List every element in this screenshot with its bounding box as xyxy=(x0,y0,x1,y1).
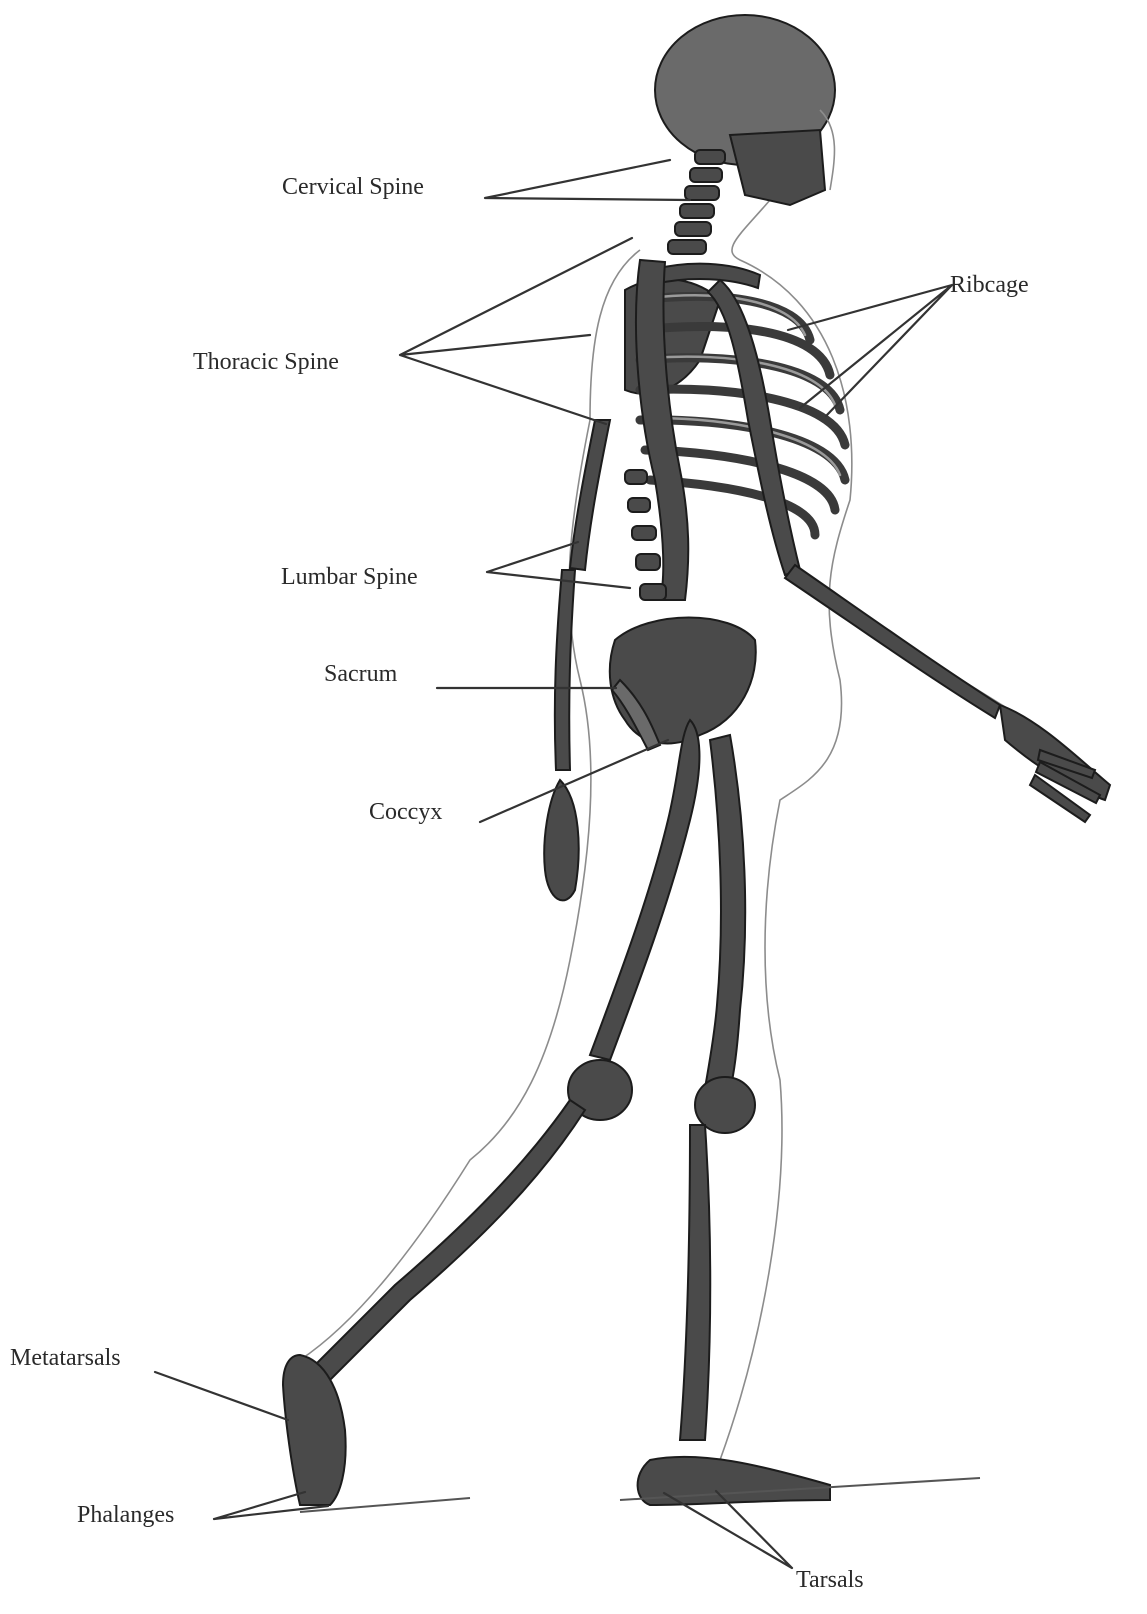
forearm-left xyxy=(555,570,575,770)
label-phalanges: Phalanges xyxy=(77,1503,174,1527)
forearm-right xyxy=(785,565,1000,718)
tibia-near xyxy=(315,1100,585,1380)
jaw xyxy=(730,130,825,205)
label-cervical-spine: Cervical Spine xyxy=(282,175,424,199)
leader-metatarsals xyxy=(155,1372,288,1420)
label-coccyx: Coccyx xyxy=(369,800,442,824)
label-thoracic-spine: Thoracic Spine xyxy=(193,350,339,374)
label-ribcage: Ribcage xyxy=(950,273,1029,297)
label-lumbar-spine: Lumbar Spine xyxy=(281,565,418,589)
hand-right xyxy=(1000,705,1110,800)
leader-cervical xyxy=(485,160,690,200)
cervical-vertebrae xyxy=(668,150,725,254)
label-sacrum: Sacrum xyxy=(324,662,397,686)
tibia-far xyxy=(680,1125,710,1440)
leader-lumbar xyxy=(487,542,630,588)
back-outline xyxy=(300,250,640,1360)
foot-near xyxy=(283,1355,346,1505)
hand-left xyxy=(544,780,578,900)
pelvis xyxy=(610,618,756,744)
femur-near xyxy=(590,720,699,1060)
label-tarsals: Tarsals xyxy=(796,1568,864,1592)
label-metatarsals: Metatarsals xyxy=(10,1346,121,1370)
femur-far xyxy=(705,735,745,1090)
